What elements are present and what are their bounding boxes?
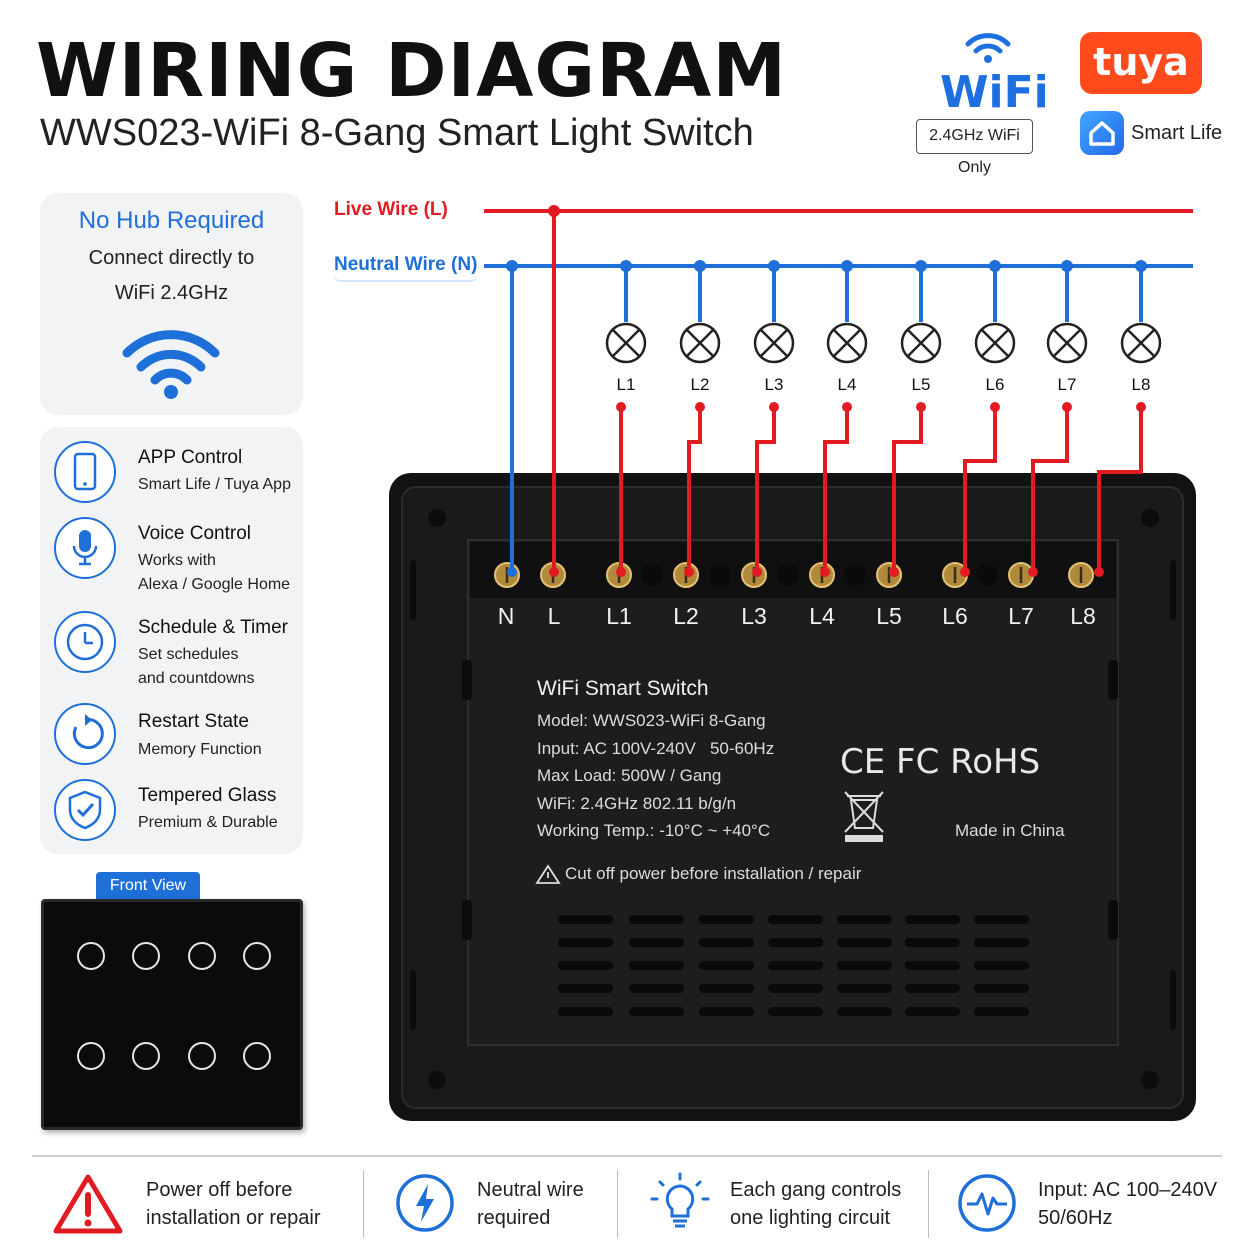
warning-icon	[53, 1174, 123, 1234]
terminal-label: L7	[1008, 603, 1034, 629]
lamp-label: L2	[690, 375, 710, 394]
terminal-label: N	[497, 603, 515, 629]
touch-button	[77, 942, 105, 970]
touch-button	[132, 1042, 160, 1070]
wifi-band-badge: 2.4GHz WiFi Only	[916, 119, 1033, 176]
front-view-label: Front View	[96, 872, 200, 900]
feature-subtitle: and countdowns	[138, 670, 255, 687]
lamp-label: L4	[837, 375, 857, 394]
terminal-label: L1	[606, 603, 632, 629]
phone-icon	[54, 441, 116, 503]
shield-icon	[54, 779, 116, 841]
touch-button	[77, 1042, 105, 1070]
certification-marks: CE FC RoHS	[840, 742, 1041, 782]
made-in-label: Made in China	[955, 821, 1065, 840]
no-hub-card: No Hub Required Connect directly to WiFi…	[40, 193, 303, 415]
live-wire-label: Live Wire (L)	[334, 199, 448, 220]
hub-card-line-1: Connect directly to	[88, 247, 255, 269]
hub-card-line-2: WiFi 2.4GHz	[114, 282, 229, 304]
lamp-label: L3	[764, 375, 784, 394]
note-text: required	[477, 1207, 551, 1229]
feature-subtitle: Smart Life / Tuya App	[138, 476, 291, 493]
note-text: Neutral wire	[477, 1179, 584, 1201]
neutral-wire-label: Neutral Wire (N)	[334, 254, 478, 282]
pulse-icon	[958, 1174, 1016, 1232]
note-each-gang: Each gang controls one lighting circuit	[648, 1172, 918, 1242]
lamp-neutral-wires	[624, 266, 1143, 322]
restart-icon	[54, 703, 116, 765]
feature-subtitle: Works with	[138, 552, 216, 569]
divider	[363, 1170, 364, 1238]
terminal-label: L4	[809, 603, 835, 629]
note-text: one lighting circuit	[730, 1207, 891, 1229]
terminal-label: L6	[942, 603, 968, 629]
weee-icon	[844, 791, 884, 842]
tuya-logo: tuya	[1080, 32, 1202, 94]
touch-button	[188, 1042, 216, 1070]
wifi-signal-icon	[965, 33, 1011, 63]
feature-title: Restart State	[138, 711, 249, 732]
switch-spec-wifi: WiFi: 2.4GHz 802.11 b/g/n	[537, 794, 737, 813]
divider	[928, 1170, 929, 1238]
lamp-label: L7	[1057, 375, 1077, 394]
bulb-icon	[650, 1172, 710, 1228]
wifi-icon	[122, 330, 220, 399]
feature-title: Schedule & Timer	[138, 617, 288, 638]
hub-card-title: No Hub Required	[78, 207, 265, 234]
note-text: installation or repair	[146, 1207, 321, 1229]
note-text: Power off before	[146, 1179, 293, 1201]
touch-button	[188, 942, 216, 970]
note-neutral-required: Neutral wire required	[394, 1172, 604, 1242]
note-text: 50/60Hz	[1038, 1207, 1113, 1229]
page-subtitle: WWS023-WiFi 8-Gang Smart Light Switch	[40, 112, 754, 154]
warning-small-icon	[535, 864, 561, 884]
feature-title: APP Control	[138, 447, 243, 468]
wifi-logo: WiFi	[940, 28, 1049, 118]
switch-spec-input: Input: AC 100V-240V 50-60Hz	[537, 739, 775, 758]
note-text: Each gang controls	[730, 1179, 902, 1201]
feature-title: Voice Control	[138, 523, 252, 544]
terminal-label: L8	[1070, 603, 1096, 629]
load-wires	[619, 407, 1143, 572]
feature-title: Tempered Glass	[138, 785, 277, 806]
panel-warning-text: Cut off power before installation / repa…	[565, 864, 862, 883]
clock-icon	[54, 611, 116, 673]
terminal-label: L5	[876, 603, 902, 629]
terminal-block	[494, 562, 1094, 588]
microphone-icon	[54, 517, 116, 579]
switch-spec-model: Model: WWS023-WiFi 8-Gang	[537, 711, 766, 730]
front-view-panel	[41, 899, 303, 1130]
vent-grille	[558, 915, 1029, 1016]
wifi-logo-text: WiFi	[940, 67, 1049, 118]
switch-label-title: WiFi Smart Switch	[537, 677, 709, 700]
lamp-symbols	[605, 322, 1162, 364]
lamp-label: L1	[616, 375, 636, 394]
touch-button	[132, 942, 160, 970]
note-input-voltage: Input: AC 100–240V 50/60Hz	[956, 1172, 1226, 1242]
terminal-label: L3	[741, 603, 767, 629]
lamp-label: L5	[911, 375, 931, 394]
page-title: WIRING DIAGRAM	[36, 28, 787, 114]
divider	[617, 1170, 618, 1238]
lamp-label: L6	[985, 375, 1005, 394]
touch-button	[243, 942, 271, 970]
feature-subtitle: Memory Function	[138, 741, 262, 758]
switch-spec-load: Max Load: 500W / Gang	[537, 766, 722, 785]
terminal-label: L2	[673, 603, 699, 629]
feature-subtitle: Premium & Durable	[138, 814, 278, 831]
terminal-label: L	[547, 603, 561, 629]
smart-life-label: Smart Life	[1131, 122, 1223, 144]
features-card: APP Control Smart Life / Tuya App Voice …	[40, 427, 303, 854]
note-text: Input: AC 100–240V	[1038, 1179, 1218, 1201]
touch-button	[243, 1042, 271, 1070]
note-power-off: Power off before installation or repair	[52, 1172, 352, 1242]
feature-subtitle: Alexa / Google Home	[138, 576, 291, 593]
smart-life-icon	[1080, 111, 1124, 155]
feature-subtitle: Set schedules	[138, 646, 239, 663]
switch-spec-temp: Working Temp.: -10°C ~ +40°C	[537, 821, 771, 840]
bottom-divider	[32, 1155, 1222, 1157]
lightning-icon	[396, 1174, 454, 1232]
lamp-label: L8	[1131, 375, 1151, 394]
